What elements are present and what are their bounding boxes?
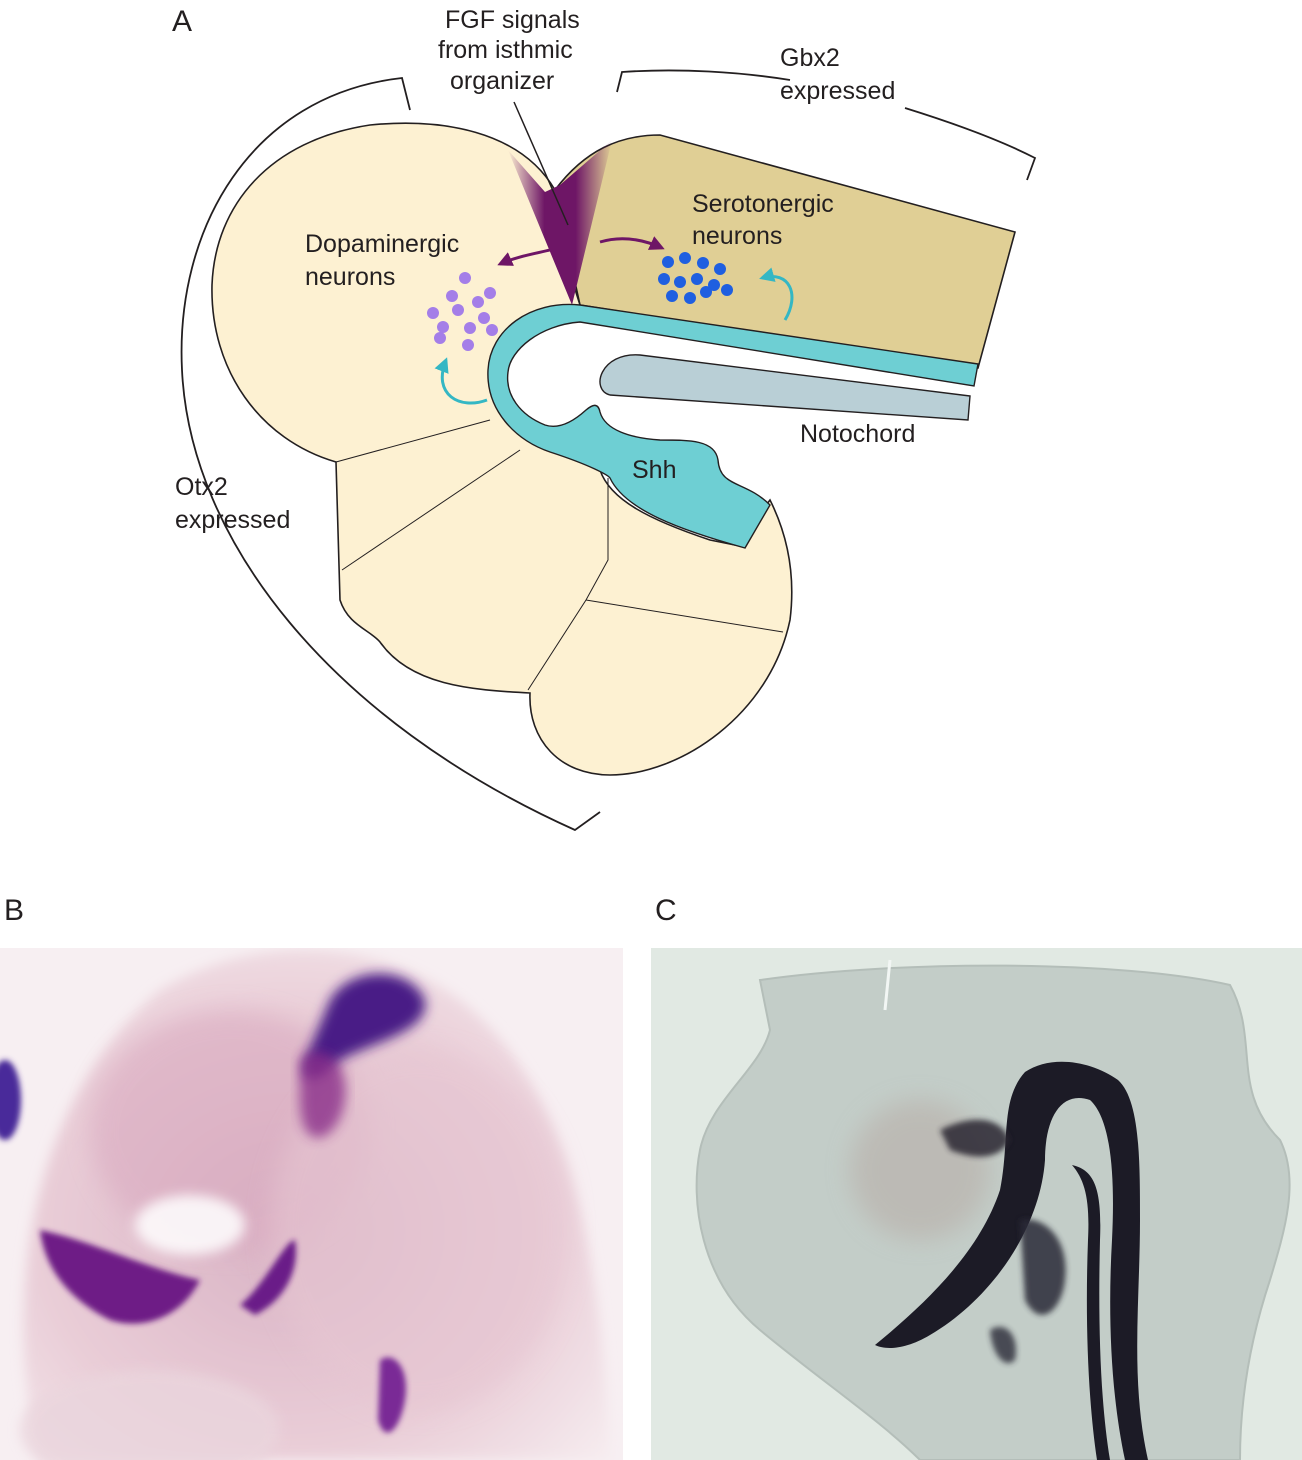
fgf-label: FGF signals from isthmic organizer — [438, 6, 587, 95]
notochord — [599, 354, 971, 421]
segment-lines — [335, 419, 784, 691]
serotonergic-label: Serotonergic neurons — [692, 190, 841, 250]
panel-c-photo: C — [651, 894, 1302, 1460]
fgf-leader-line — [513, 101, 569, 226]
dopaminergic-label: Dopaminergic neurons — [305, 230, 466, 291]
notochord-label: Notochord — [800, 420, 915, 448]
dopaminergic-neuron-dots — [427, 272, 498, 351]
panel-a-diagram: A — [172, 5, 1037, 832]
embryo-whole-mount-image — [0, 948, 623, 1460]
arrow-to-dopaminergic — [497, 246, 558, 266]
brain-section-image — [651, 948, 1302, 1460]
arrow-to-serotonergic — [599, 236, 665, 250]
gbx2-bracket — [616, 69, 1037, 181]
floor-plate-shh — [487, 303, 979, 549]
arrow-shh-to-serotonergic — [759, 267, 794, 321]
hindbrain-region — [554, 134, 1016, 369]
panel-letter-a: A — [172, 5, 192, 38]
panel-b-photo: B — [0, 894, 623, 1460]
otx2-bracket — [180, 77, 601, 832]
isthmic-organizer-fgf — [508, 140, 612, 305]
gbx2-label: Gbx2 expressed — [780, 44, 895, 105]
arrow-shh-to-dopaminergic — [434, 357, 488, 405]
shh-label: Shh — [632, 456, 676, 484]
serotonergic-neuron-dots — [658, 252, 733, 304]
panel-letter-b: B — [4, 894, 24, 927]
panel-letter-c: C — [655, 894, 677, 927]
otx2-label: Otx2 expressed — [175, 473, 290, 534]
